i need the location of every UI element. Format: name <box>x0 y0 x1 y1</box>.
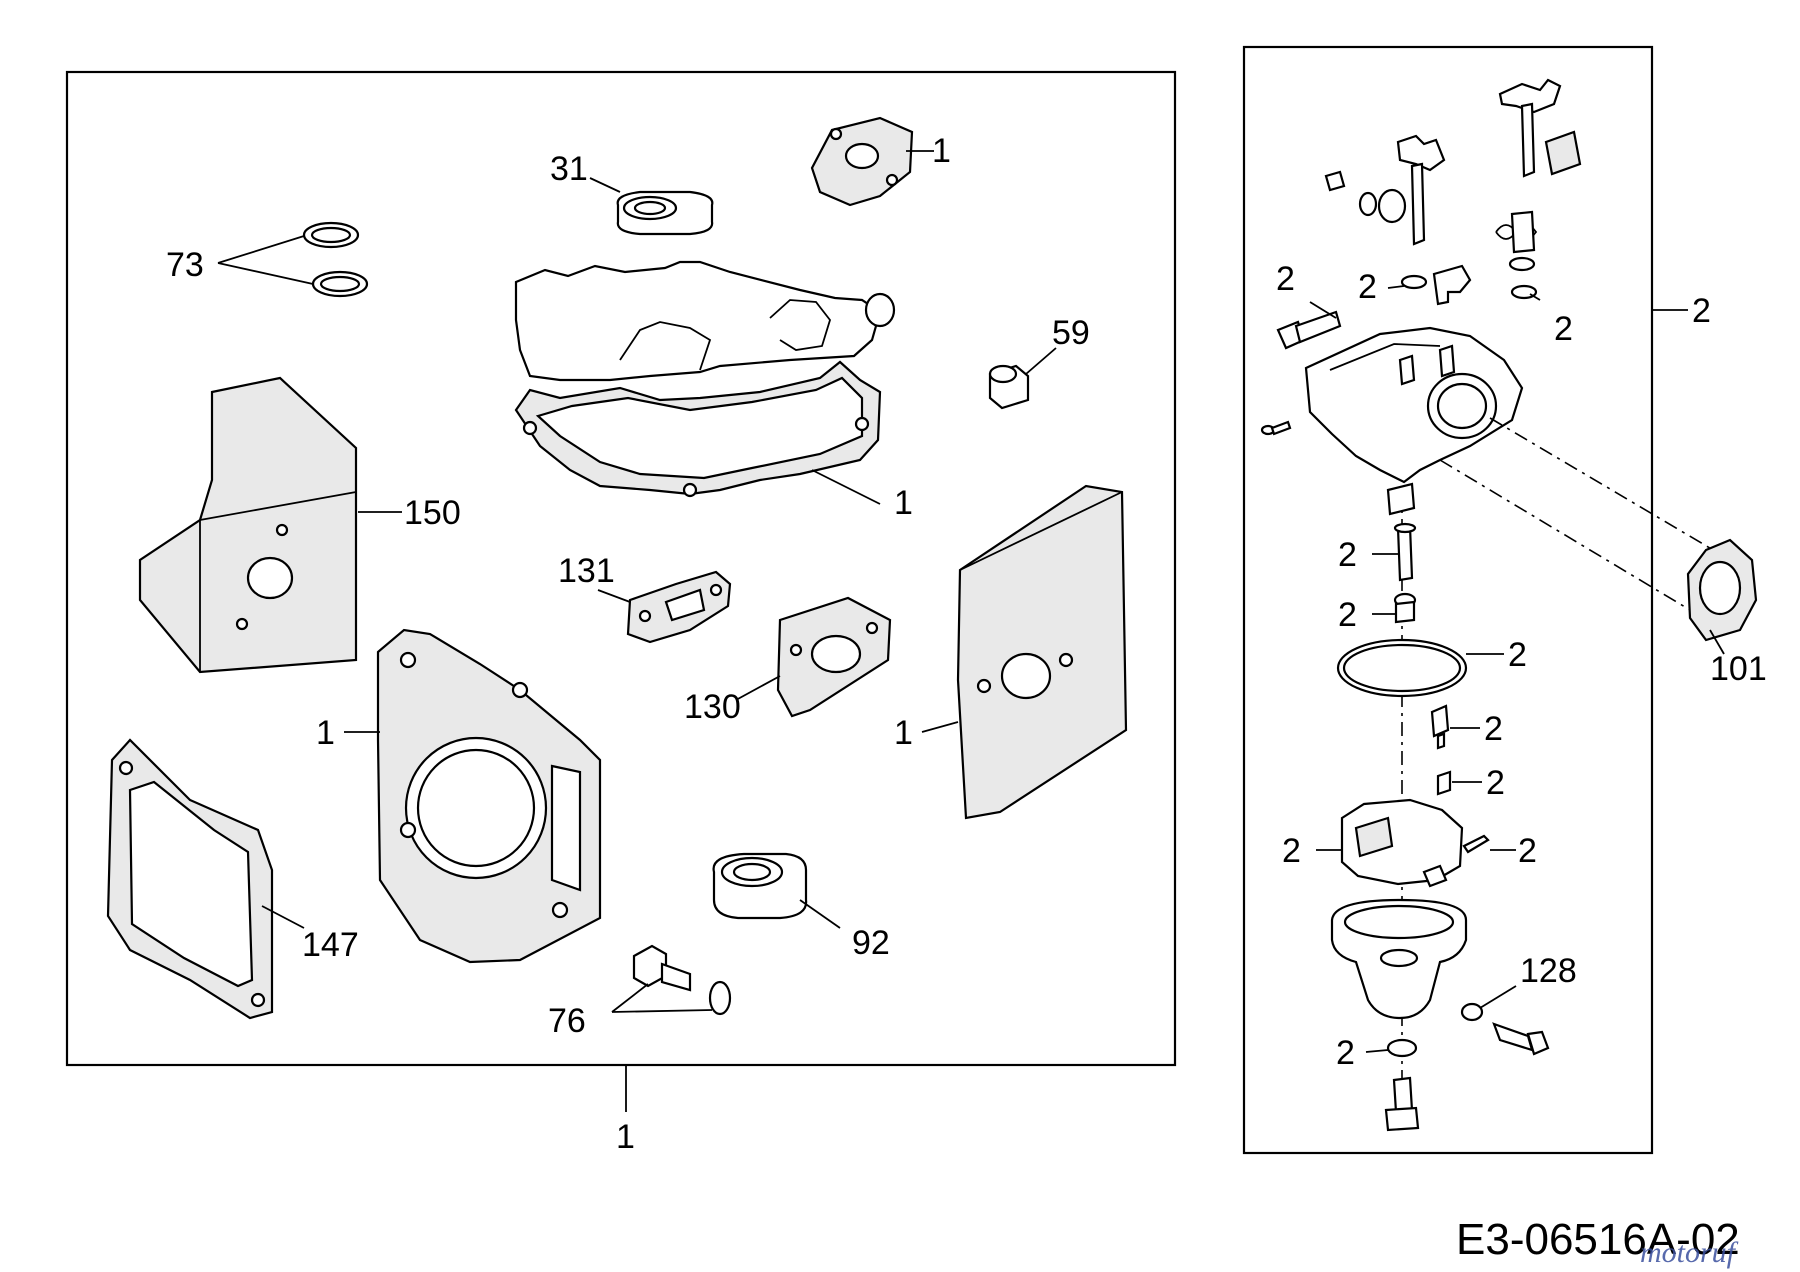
bowl-bolt <box>1384 1038 1420 1132</box>
pilot-screw <box>1260 310 1342 436</box>
gasket-plate-right <box>956 484 1128 820</box>
leaders-left <box>217 150 1057 1013</box>
callout-150: 150 <box>404 494 461 532</box>
callout-2-washer-left: 2 <box>1358 268 1377 306</box>
callout-2-washer-right: 2 <box>1554 310 1573 348</box>
drain-screw-128 <box>1460 1002 1550 1056</box>
callout-1-right: 1 <box>894 714 913 752</box>
exhaust-gasket-131 <box>626 570 732 644</box>
callout-2-needle: 2 <box>1484 710 1503 748</box>
emulsion-tube <box>1393 522 1417 624</box>
oil-seal-31 <box>616 190 714 236</box>
spacer-59 <box>988 364 1030 410</box>
needle-valve <box>1430 704 1452 796</box>
callout-101: 101 <box>1710 650 1767 688</box>
insulator-130 <box>776 596 892 718</box>
callout-128: 128 <box>1520 952 1577 990</box>
callout-2-emulsion: 2 <box>1338 536 1357 574</box>
callout-2-bowl-washer: 2 <box>1336 1034 1355 1072</box>
o-ring <box>1336 638 1468 698</box>
cylinder-head-gasket <box>514 260 896 498</box>
carburetor-frame <box>1242 45 1654 1155</box>
watermark: motoruf <box>1640 1236 1739 1269</box>
callout-2-assembly: 2 <box>1692 292 1711 330</box>
washers-73 <box>302 221 369 298</box>
gasket-intake-top <box>810 116 914 207</box>
callout-59: 59 <box>1052 314 1090 352</box>
callout-1-left: 1 <box>316 714 335 752</box>
callout-2-float: 2 <box>1282 832 1301 870</box>
callout-147: 147 <box>302 926 359 964</box>
float <box>1340 798 1490 888</box>
callout-1-head: 1 <box>894 484 913 522</box>
callout-2-oring: 2 <box>1508 636 1527 674</box>
callout-131: 131 <box>558 552 615 590</box>
gasket-kit-frame <box>65 70 1177 1067</box>
intake-axis-1 <box>1489 417 1721 555</box>
choke-shaft <box>1498 78 1582 178</box>
rocker-gasket-147 <box>106 738 274 1020</box>
carburetor-body <box>1304 326 1524 516</box>
bolt-washer-76 <box>632 944 732 1016</box>
float-bowl <box>1330 898 1468 1020</box>
throttle-spring <box>1400 210 1538 306</box>
callout-2-spring: 2 <box>1486 764 1505 802</box>
drawing-code: E3-06516A-02 <box>1456 1215 1740 1264</box>
callout-1-top: 1 <box>932 132 951 170</box>
callout-31: 31 <box>550 150 588 188</box>
callout-73: 73 <box>166 246 204 284</box>
callout-92: 92 <box>852 924 890 962</box>
callout-2-pin: 2 <box>1518 832 1537 870</box>
callout-130: 130 <box>684 688 741 726</box>
throttle-shaft <box>1324 134 1446 246</box>
leaders-right <box>1309 285 1725 1053</box>
head-gasket-center <box>376 628 602 964</box>
callout-76: 76 <box>548 1002 586 1040</box>
gasket-101 <box>1686 538 1758 642</box>
oil-seal-92 <box>712 852 808 920</box>
heat-shield-150 <box>138 376 358 674</box>
callout-1-kit: 1 <box>616 1118 635 1156</box>
callout-2-jet: 2 <box>1338 596 1357 634</box>
intake-axis-2 <box>1439 459 1691 611</box>
callout-2-pilot: 2 <box>1276 260 1295 298</box>
